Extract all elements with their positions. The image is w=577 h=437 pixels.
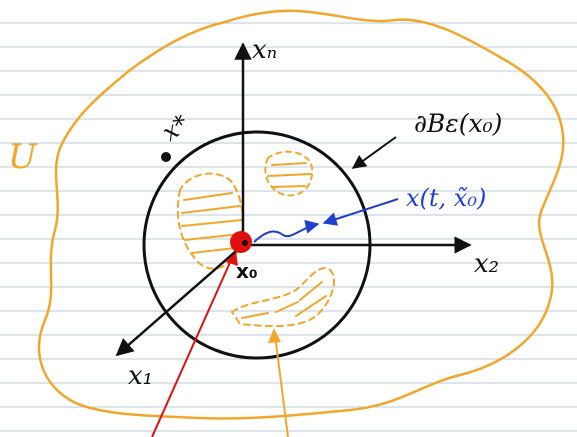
red-pointer-arrowhead [226, 252, 238, 266]
ruled-lines [0, 22, 577, 432]
region-label: U [8, 137, 38, 177]
trajectory-pointer-arrow [322, 198, 399, 226]
orange-pointer-arrowhead [268, 328, 281, 343]
orange-pointer-arrow [274, 334, 289, 437]
equilibrium-label: x₀ [236, 259, 258, 283]
point-star-marker [161, 152, 171, 162]
boundary-label: ∂Bε(x₀) [414, 109, 502, 138]
trajectory-label: x(t, x̃₀) [406, 184, 486, 212]
coordinate-axes [115, 42, 472, 357]
axis-x2-label: x₂ [474, 249, 499, 279]
point-star-label: x* [157, 109, 194, 147]
region-u-outline [37, 9, 565, 420]
red-pointer-arrow [151, 257, 233, 437]
equilibrium-point-core [242, 240, 248, 246]
equilibrium-point [230, 231, 252, 253]
axis-xn-label: xₙ [252, 35, 277, 65]
axis-x1-label: x₁ [128, 361, 153, 391]
boundary-pointer-arrow [351, 136, 397, 169]
axis-x1 [115, 244, 244, 357]
trajectory-curve [253, 219, 320, 243]
